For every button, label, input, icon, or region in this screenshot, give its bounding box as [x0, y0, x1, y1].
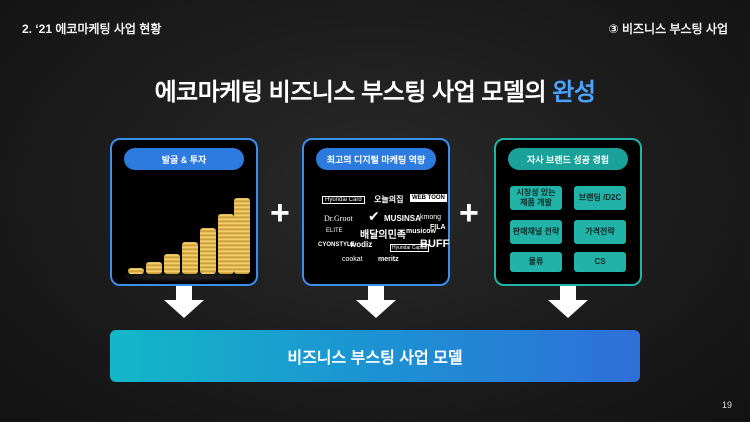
- logo-cookat: cookat: [342, 256, 363, 263]
- coin-stack: [218, 214, 234, 274]
- logo-ohouse: 오늘의집: [374, 195, 404, 204]
- down-arrow-icon: [356, 286, 396, 318]
- logo-fila: FILA: [430, 224, 446, 231]
- business-model-banner: 비즈니스 부스팅 사업 모델: [110, 330, 640, 382]
- down-arrow-icon: [164, 286, 204, 318]
- funding-panel: 발굴 & 투자: [110, 138, 258, 286]
- slide-title-main: 에코마케팅 비즈니스 부스팅 사업 모델의: [154, 79, 547, 106]
- logo-wodiz: wodiz: [350, 240, 373, 249]
- logo-meritz: meritz: [378, 256, 399, 263]
- coin-stack: [128, 268, 144, 274]
- slide-title-accent: 완성: [552, 79, 596, 106]
- coin-stack: [200, 228, 216, 274]
- marketing-label: 최고의 디지털 마케팅 역량: [316, 148, 436, 170]
- logo-dr-groot: Dr.Groot: [324, 214, 353, 223]
- coin-shadow: [124, 274, 248, 280]
- capability-product-dev: 시장성 있는 제품 개발: [510, 186, 562, 210]
- capability-logistics: 물류: [510, 252, 562, 272]
- plus-sign: +: [459, 194, 479, 232]
- capability-cs: CS: [574, 252, 626, 272]
- logo-baemin: 배달의민족: [360, 230, 406, 241]
- logo-elite: ELITE: [326, 228, 343, 234]
- subsection-header: ③ 비즈니스 부스팅 사업: [608, 22, 728, 36]
- logo-buff: BUFF: [420, 238, 450, 250]
- marketing-panel: 최고의 디지털 마케팅 역량 Hyundai Card 오늘의집 WEB TOO…: [302, 138, 450, 286]
- brands-panel: 자사 브랜드 성공 경험 시장성 있는 제품 개발 브랜딩 /D2C 판매채널 …: [494, 138, 642, 286]
- nike-swoosh-icon: ✔: [368, 208, 380, 224]
- capability-sales-channel: 판매채널 전략: [510, 220, 562, 244]
- down-arrow-icon: [548, 286, 588, 318]
- logo-musinsa: MUSINSA: [384, 214, 421, 223]
- capability-branding: 브랜딩 /D2C: [574, 186, 626, 210]
- brands-label: 자사 브랜드 성공 경험: [508, 148, 628, 170]
- coin-stacks-image: [124, 192, 250, 282]
- coin-stack: [146, 262, 162, 274]
- logo-musicow: musicow: [406, 228, 436, 235]
- logo-hyundai-card: Hyundai Card: [322, 196, 365, 204]
- logo-hyundai-capital: Hyundai Capital: [390, 244, 430, 252]
- capability-pricing: 가격전략: [574, 220, 626, 244]
- coin-stack: [182, 242, 198, 274]
- client-logos: Hyundai Card 오늘의집 WEB TOON Dr.Groot ✔ MU…: [312, 188, 449, 280]
- funding-label: 발굴 & 투자: [124, 148, 244, 170]
- coin-stack: [164, 254, 180, 274]
- slide-title: 에코마케팅 비즈니스 부스팅 사업 모델의 완성: [0, 72, 750, 107]
- plus-sign: +: [270, 194, 290, 232]
- logo-webtoon: WEB TOON: [410, 194, 447, 202]
- section-header: 2. ‘21 에코마케팅 사업 현황: [22, 22, 162, 36]
- logo-cyonstyle: CYONSTYLE: [318, 242, 355, 248]
- logo-kmong: kmong: [420, 214, 442, 221]
- coin-stack: [234, 198, 250, 274]
- page-number: 19: [721, 400, 732, 410]
